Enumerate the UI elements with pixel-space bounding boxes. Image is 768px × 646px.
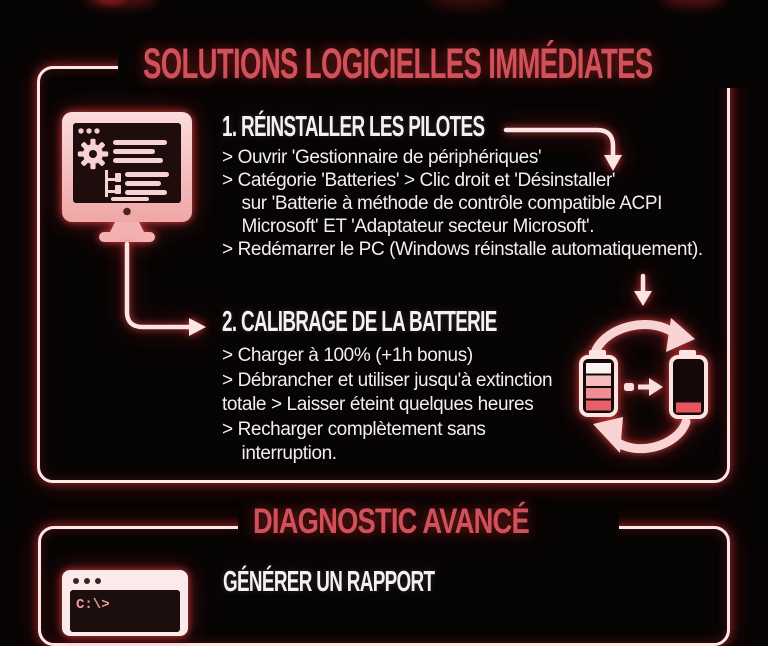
battery-calibration-cycle-icon [579, 318, 708, 454]
cycle-arrowhead-right [666, 318, 695, 352]
gear-icon [77, 138, 109, 170]
battery-full-icon [579, 350, 618, 417]
discharge-arrow-icon [624, 378, 663, 396]
cycle-arrow-top [591, 320, 679, 355]
section-title: DIAGNOSTIC AVANCÉ [253, 502, 530, 541]
terminal-prompt-text: C:\> [76, 597, 110, 613]
cycle-arrow-bottom [609, 417, 691, 454]
page-title: SOLUTIONS LOGICIELLES IMMÉDIATES [143, 40, 653, 88]
terminal-window-icon: C:\> [62, 570, 188, 636]
top-edge-artifact [85, 0, 157, 8]
top-edge-artifact [96, 0, 126, 4]
step2-instructions: > Charger à 100% (+1h bonus) > Débranche… [222, 345, 553, 465]
top-edge-artifact [662, 0, 724, 7]
device-manager-monitor-icon [62, 112, 192, 242]
header-advanced-diagnostic: DIAGNOSTIC AVANCÉ [238, 502, 619, 544]
step1-heading: 1. RÉINSTALLER LES PILOTES [222, 111, 485, 143]
infographic-page: { "colors": { "background": "#070404", "… [37, 0, 768, 646]
step2-heading: 2. CALIBRAGE DE LA BATTERIE [222, 306, 497, 338]
report-heading: GÉNÉRER UN RAPPORT [223, 566, 435, 598]
battery-empty-icon [669, 350, 708, 419]
header-software-solutions: SOLUTIONS LOGICIELLES IMMÉDIATES [118, 40, 768, 88]
cycle-arrowhead-left [593, 417, 623, 453]
top-edge-artifact [430, 0, 502, 8]
step1-instructions: > Ouvrir 'Gestionnaire de périphériques'… [222, 147, 703, 260]
